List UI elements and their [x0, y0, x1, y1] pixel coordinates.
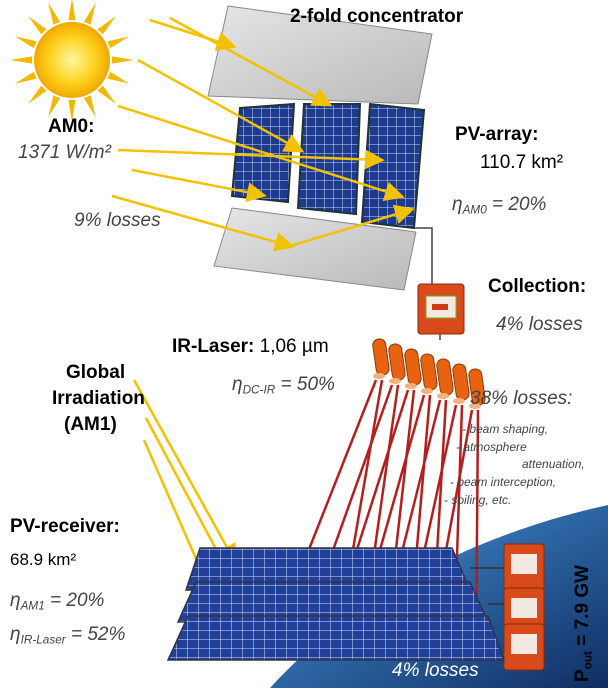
collection-label: Collection: [488, 276, 587, 297]
pv-receiver-panels [166, 547, 506, 661]
pv-array-efficiency: ηAM0 = 20% [452, 194, 547, 217]
pv-receiver-label: PV-receiver: [10, 516, 120, 537]
concentrator-mirror-bottom [213, 207, 417, 291]
sunlight-rays [111, 16, 415, 603]
pv-receiver-area: 68.9 km² [10, 550, 77, 569]
beam-loss-item: - atmosphere [456, 440, 527, 454]
pv-array-label: PV-array: [455, 124, 539, 145]
global-irradiation-line2: Irradiation [52, 388, 145, 409]
power-output: Pout = 7.9 GW [572, 564, 595, 682]
receiver-inverter-icons [470, 543, 545, 671]
pv-array-panels [230, 102, 426, 230]
pv-receiver-efficiency-laser: ηIR-Laser = 52% [10, 624, 126, 647]
pv-receiver-efficiency-am1: ηAM1 = 20% [10, 590, 105, 613]
concentrator-mirror-top [207, 5, 433, 105]
pv-array-area: 110.7 km² [480, 152, 564, 173]
beam-loss-item: - beam shaping, [462, 422, 549, 436]
beam-losses-title: 38% losses: [470, 388, 573, 409]
beam-loss-item: - soiling, etc. [444, 493, 512, 507]
collection-inverter-icon [417, 283, 465, 335]
collection-losses: 4% losses [496, 314, 583, 335]
ir-laser-efficiency: ηDC-IR = 50% [232, 374, 335, 397]
beam-loss-item: - beam interception, [450, 475, 557, 489]
beam-loss-item: attenuation, [522, 457, 585, 471]
sun-icon [10, 0, 134, 122]
global-irradiation-line3: (AM1) [64, 414, 117, 435]
top-losses: 9% losses [74, 210, 161, 231]
am0-value: 1371 W/m² [18, 142, 111, 163]
am0-label: AM0: [48, 116, 95, 137]
ir-laser-line: IR-Laser: 1,06 µm [172, 336, 329, 357]
ir-laser-emitters [372, 338, 486, 409]
global-irradiation-line1: Global [66, 362, 126, 383]
concentrator-title: 2-fold concentrator [290, 6, 464, 27]
bottom-losses: 4% losses [392, 660, 479, 681]
